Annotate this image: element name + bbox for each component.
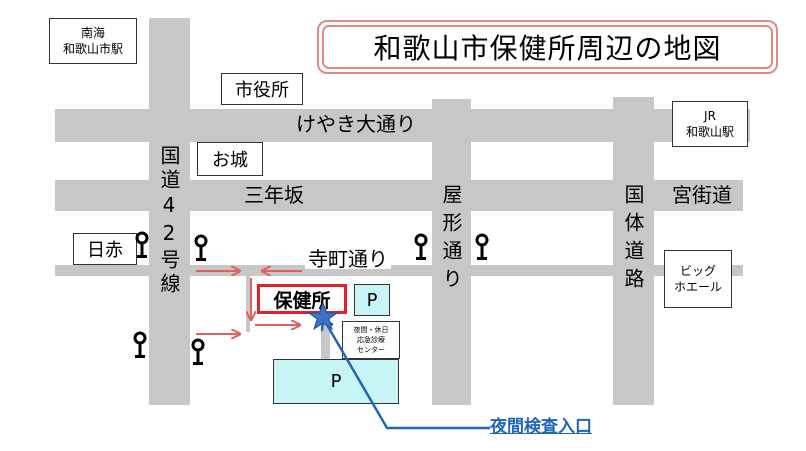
road-kokutai	[613, 97, 654, 405]
hospital-pin-icon	[191, 338, 205, 365]
road-teramachi	[55, 265, 743, 276]
night-entrance-star-icon	[307, 301, 339, 331]
hospital-pin-icon	[414, 233, 428, 260]
parking-large: P	[273, 359, 399, 404]
parking-small: P	[354, 284, 390, 316]
jr-wakayama-station-box: JR 和歌山駅	[672, 101, 748, 147]
hospital-pin-icon	[194, 234, 208, 261]
road-hokenjo-access	[321, 314, 330, 359]
castle-box: お城	[197, 142, 263, 176]
yagata-dori-label: 屋形通り	[439, 184, 463, 296]
keyaki-odori-label: けやき大通り	[296, 112, 416, 136]
road-route42	[149, 18, 190, 405]
map-title: 和歌山市保健所周辺の地図	[317, 20, 778, 74]
red-cross-hospital-box: 日赤	[73, 233, 137, 265]
hokenjo-health-center: 保健所	[257, 284, 347, 314]
entrance-pointer-line	[321, 317, 490, 430]
sannenzaka-label: 三年坂	[244, 183, 304, 207]
big-whale-box: ビッグ ホエール	[664, 250, 732, 308]
teramachi-dori-label: 寺町通り	[305, 249, 391, 269]
nankai-wakayamashi-station-box: 南海 和歌山市駅	[49, 18, 137, 64]
hospital-pin-icon	[135, 231, 149, 258]
hospital-pin-icon	[475, 233, 489, 260]
road-yagata	[432, 99, 471, 405]
map-title-text: 和歌山市保健所周辺の地図	[322, 25, 773, 69]
night-entrance-label: 夜間検査入口	[490, 417, 592, 437]
road-hokenjo-side-street	[246, 276, 250, 332]
city-hall-box: 市役所	[221, 73, 303, 105]
emergency-clinic-center-box: 夜間・休日 応急診療 センター	[342, 321, 400, 359]
hospital-pin-icon	[133, 331, 147, 358]
route42-label: 国道42号線	[157, 145, 181, 297]
kokutai-doro-label: 国体道路	[621, 184, 645, 296]
miyakaido-label: 宮街道	[672, 183, 732, 207]
